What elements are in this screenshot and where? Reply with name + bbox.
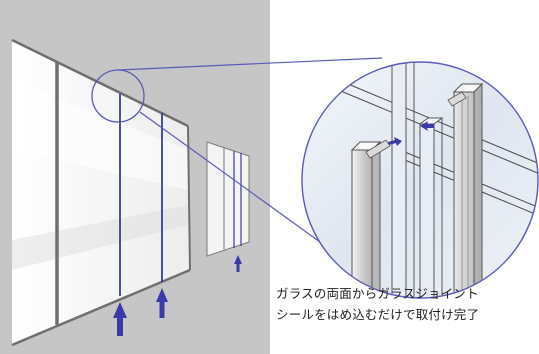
right-joint-seal xyxy=(447,82,484,298)
right-arrow-icon xyxy=(388,137,402,146)
up-arrow-icon xyxy=(156,288,168,318)
left-joint-seal xyxy=(350,139,391,298)
up-arrow-icon xyxy=(113,302,127,336)
bottom-rail xyxy=(11,268,191,347)
right-edge xyxy=(187,125,191,271)
left-glass-pane xyxy=(391,62,407,298)
caption-line-2: シールをはめ込むだけで取付け完了 xyxy=(276,307,480,322)
distant-glass-panel xyxy=(206,141,250,257)
left-arrow-icon xyxy=(420,121,434,131)
magnifier-lens-outline xyxy=(301,61,539,299)
top-rail xyxy=(11,38,189,128)
magnified-joint-detail xyxy=(302,62,538,298)
caption-line-1: ガラスの両面からガラスジョイント xyxy=(276,286,479,301)
magnifier-connector-top xyxy=(117,57,383,71)
up-arrow-icon xyxy=(234,255,242,272)
